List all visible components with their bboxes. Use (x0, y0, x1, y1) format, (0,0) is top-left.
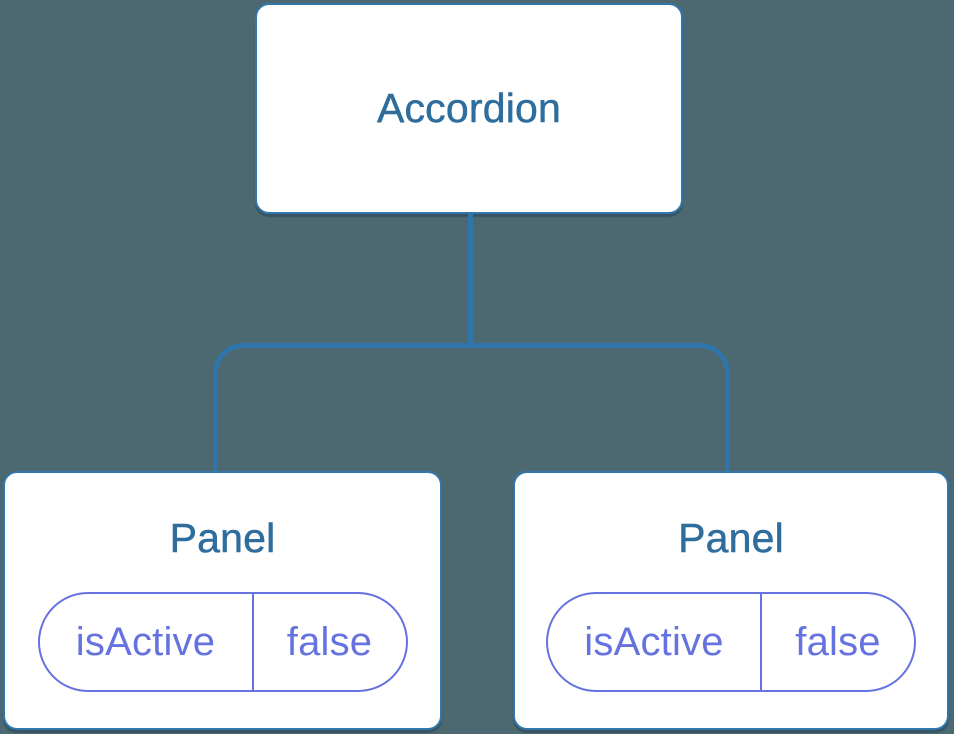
accordion-node: Accordion (255, 3, 683, 214)
panel-node-right: Panel isActive false (513, 471, 949, 730)
state-pill-divider (760, 594, 762, 690)
connector-trunk-line (468, 214, 473, 346)
panel-node-left: Panel isActive false (3, 471, 442, 730)
state-pill-divider (251, 594, 254, 690)
accordion-node-title: Accordion (376, 85, 562, 132)
panel-node-title: Panel (169, 515, 276, 562)
state-pill-value: false (795, 619, 881, 664)
state-pill-value: false (286, 619, 373, 664)
panel-node-title: Panel (678, 515, 784, 562)
connector-bracket (213, 343, 730, 471)
state-pill: isActive false (37, 592, 408, 692)
state-pill-label: isActive (584, 619, 724, 664)
state-pill: isActive false (546, 592, 916, 692)
state-pill-label: isActive (75, 619, 216, 664)
